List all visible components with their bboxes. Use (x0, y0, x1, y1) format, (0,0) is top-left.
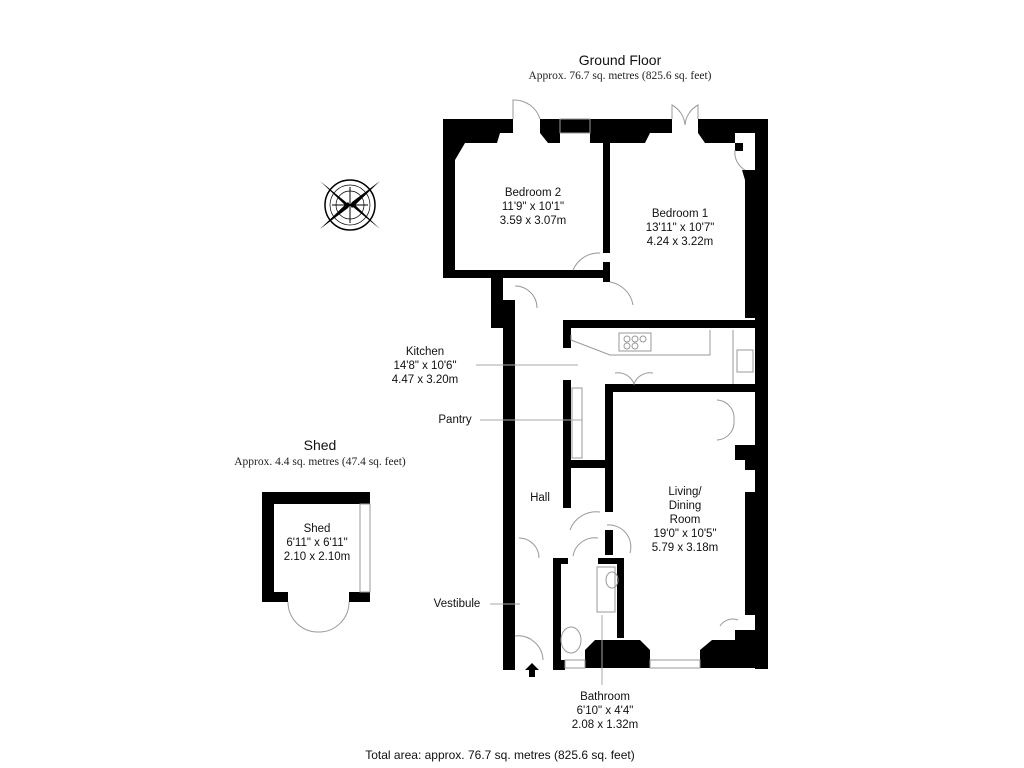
room-label-bedroom-2: Bedroom 2 11'9" x 10'1" 3.59 x 3.07m (499, 187, 567, 227)
room-label-hall: Hall (530, 492, 550, 504)
toilet (560, 626, 582, 654)
bath (596, 566, 616, 613)
compass-rose-icon (320, 179, 380, 231)
entrance-arrow-icon (525, 663, 539, 677)
hob (618, 332, 652, 352)
basin (605, 571, 619, 589)
shed-area: Approx. 4.4 sq. metres (47.4 sq. feet) (234, 456, 406, 468)
walls (262, 119, 768, 670)
room-label-pantry: Pantry (438, 414, 472, 426)
wall (443, 119, 455, 277)
room-label-living-dining: Living/ Dining Room 19'0" x 10'5" 5.79 x… (651, 486, 719, 554)
room-label-bedroom-1: Bedroom 1 13'11" x 10'7" 4.24 x 3.22m (645, 208, 715, 248)
room-label-bathroom: Bathroom 6'10" x 4'4" 2.08 x 1.32m (571, 691, 639, 731)
shed-title: Shed (303, 437, 337, 453)
room-label-kitchen: Kitchen 14'8" x 10'6" 4.47 x 3.20m (391, 346, 459, 386)
room-label-shed: Shed 6'11" x 6'11" 2.10 x 2.10m (283, 523, 351, 563)
total-area-footer: Total area: approx. 76.7 sq. metres (825… (365, 748, 635, 762)
ground-floor-title: Ground Floor (578, 52, 662, 68)
room-label-vestibule: Vestibule (433, 598, 481, 610)
ground-floor-area: Approx. 76.7 sq. metres (825.6 sq. feet) (528, 70, 712, 82)
sink (736, 349, 754, 373)
